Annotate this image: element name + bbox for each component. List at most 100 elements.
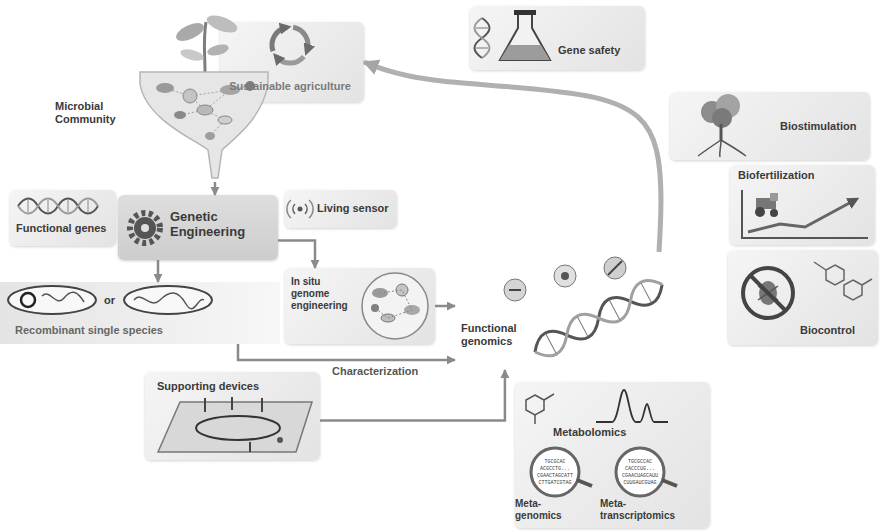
community-circle [362, 273, 428, 339]
outcome-panel: Gene safety [470, 6, 645, 70]
genome-helix [609, 300, 619, 319]
node-label: Biostimulation [780, 120, 866, 133]
omics-label: Meta- genomics [515, 498, 575, 526]
genome-helix [604, 257, 626, 279]
gear-icon [134, 217, 156, 239]
flask-icon [476, 48, 488, 49]
genomics-node: Functional genomics [455, 252, 695, 370]
sequence-text: TGCGCAC [531, 459, 579, 465]
sequence-text: ACGCCTG... [531, 466, 579, 472]
funnel [156, 83, 174, 93]
flow-arrow [278, 241, 315, 269]
genome-helix [578, 317, 588, 336]
dna-strand [68, 200, 69, 212]
node-label: Living sensor [317, 202, 393, 215]
community-circle [371, 304, 379, 312]
antenna-icon [298, 207, 303, 212]
node-label: Recombinant single species [15, 324, 265, 337]
recombinant-cells [21, 293, 35, 307]
node-label: Gene safety [558, 44, 640, 57]
omics-icons [534, 415, 536, 424]
node-label: Genetic Engineering [170, 209, 274, 240]
node-label: Biocontrol [800, 324, 874, 337]
dna-strand [88, 200, 89, 212]
device-chip [204, 398, 206, 412]
yield-chart [770, 209, 778, 217]
dna-strand [28, 200, 29, 212]
device-chip [196, 416, 280, 440]
flow-arrow [435, 305, 455, 308]
flask-icon [514, 10, 536, 15]
genome-helix [529, 274, 667, 363]
genome-helix [504, 257, 668, 363]
plant-sprout [173, 19, 206, 44]
sequence-text: CGAACTAGCATT [531, 473, 579, 479]
device-chip [231, 397, 233, 410]
device-chip [249, 442, 251, 452]
genome-helix [529, 274, 667, 363]
funnel [190, 96, 225, 136]
recombinant-cells [8, 286, 96, 314]
flask-icon [500, 45, 550, 60]
node-label: Sustainable agriculture [220, 80, 360, 93]
genome-helix [561, 272, 569, 280]
node-label: In situ genome engineering [291, 276, 353, 311]
device-chip [277, 437, 283, 443]
dna-strand [48, 200, 49, 212]
choice-word: or [104, 294, 120, 307]
node-label: Biofertilization [738, 169, 868, 182]
funnel [165, 86, 250, 136]
node-label: Meta- genomics [515, 498, 571, 522]
omics-icons [531, 448, 579, 496]
plant-sprout [204, 22, 206, 72]
node-label: Supporting devices [157, 380, 307, 393]
node-label: Functional genomics [461, 322, 533, 348]
funnel [205, 132, 215, 140]
genome-helix [509, 289, 521, 291]
sequence-text: CUUGAUCGUAG [616, 480, 664, 486]
funnel [183, 89, 197, 103]
flow-arrow [214, 182, 217, 195]
flask-icon [476, 28, 488, 29]
yield-chart [755, 207, 765, 217]
node-label: Metabolomics [553, 426, 643, 439]
genome-helix [608, 261, 622, 275]
node-label: Functional genes [16, 222, 112, 235]
device-chip [158, 397, 312, 452]
genome-helix [641, 283, 651, 302]
recombinant-cells [42, 292, 84, 302]
genome-helix [529, 274, 667, 363]
yield-chart [770, 193, 778, 201]
sequence-text: CACCCUG... [616, 466, 664, 472]
flow-arrow [238, 344, 455, 360]
sequence-text: CTTGATCGTAG [531, 480, 579, 486]
genome-helix [554, 265, 576, 287]
recombinant-cells [134, 293, 204, 309]
community-circle [362, 273, 428, 339]
omics-icons [616, 448, 664, 496]
recombinant-cells [124, 286, 212, 314]
outcome-panel: Biocontrol [728, 250, 878, 345]
device-chip [261, 398, 263, 412]
omics-label: Meta- transcriptomics [600, 498, 705, 526]
cycle-arrow [364, 62, 661, 252]
genome-helix [504, 279, 526, 301]
sequence-text: TGCGCCAC [616, 459, 664, 465]
tree-icon [720, 124, 723, 140]
sequence-text: CGAACUAGCAUU [616, 473, 664, 479]
funnel [180, 90, 230, 115]
community-circle [396, 284, 408, 296]
funnel [218, 116, 232, 124]
node-label: Meta- transcriptomics [600, 498, 700, 522]
gear-icon [141, 224, 149, 232]
outcome-panel: Biostimulation [670, 92, 870, 160]
outcome-panel: Biofertilization [730, 165, 875, 245]
node-label: Microbial Community [55, 100, 121, 126]
funnel [174, 111, 186, 119]
community-circle [375, 290, 412, 318]
flow-arrow [157, 260, 160, 282]
plant-sprout [179, 47, 205, 63]
funnel [197, 105, 213, 115]
